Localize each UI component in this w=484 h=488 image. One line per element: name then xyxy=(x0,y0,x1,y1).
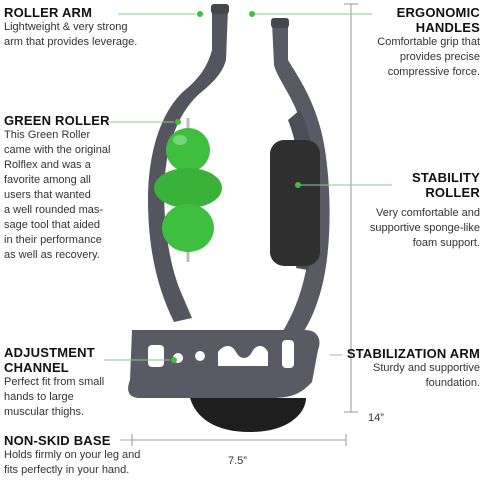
stability-roller-shape xyxy=(270,140,320,266)
roller-arm-line: arm that provides leverage. xyxy=(4,36,138,48)
green-roller-line: This Green Roller xyxy=(4,129,91,141)
green-roller-line: as well as recovery. xyxy=(4,249,100,261)
green-roller-line: in their performance xyxy=(4,234,102,246)
ergonomic-handles-title: ERGONOMIC xyxy=(396,5,480,20)
non-skid-base-shape xyxy=(190,398,306,432)
stability-roller-line: foam support. xyxy=(412,237,480,249)
roller-arm-title: ROLLER ARM xyxy=(4,5,93,20)
roller-arm-shape xyxy=(148,8,228,322)
green-roller-line: users that wanted xyxy=(4,189,91,201)
callout-green-roller: GREEN ROLLER This Green Roller came with… xyxy=(4,113,154,263)
height-dimension-label: 14” xyxy=(368,412,384,424)
roller-arm-line: Lightweight & very strong xyxy=(4,21,128,33)
non-skid-base-title: NON-SKID BASE xyxy=(4,433,111,448)
adjustment-channel-line: muscular thighs. xyxy=(4,406,85,418)
callout-non-skid-base: NON-SKID BASE Holds firmly on your leg a… xyxy=(4,433,184,478)
height-dimension-line xyxy=(344,3,358,413)
width-dimension-label: 7.5” xyxy=(228,455,247,467)
stabilization-arm-line: foundation. xyxy=(425,377,480,389)
ergonomic-handles-title: HANDLES xyxy=(415,20,480,35)
stability-roller-line: Very comfortable and xyxy=(376,207,480,219)
stabilization-arm-title: STABILIZATION ARM xyxy=(346,346,480,361)
callout-roller-arm: ROLLER ARM Lightweight & very strong arm… xyxy=(4,5,194,50)
left-handle-cap xyxy=(211,4,229,14)
stability-roller-title: STABILITY xyxy=(412,170,480,185)
adjustment-channel-title: CHANNEL xyxy=(4,360,69,375)
callout-stability-roller: STABILITY ROLLER Very comfortable and su… xyxy=(340,170,480,251)
callout-dots xyxy=(171,11,301,363)
green-roller-shape xyxy=(154,118,222,262)
right-handle-cap xyxy=(271,18,289,28)
adjustment-channel-line: hands to large xyxy=(4,391,74,403)
callout-ergonomic-handles: ERGONOMIC HANDLES Comfortable grip that … xyxy=(340,5,480,80)
callout-stabilization-arm: STABILIZATION ARM Sturdy and supportive … xyxy=(340,346,480,391)
stability-roller-title: ROLLER xyxy=(425,185,480,200)
non-skid-base-line: Holds firmly on your leg and xyxy=(4,449,141,461)
green-roller-line: favorite among all xyxy=(4,174,91,186)
callout-leader-lines xyxy=(104,13,392,441)
green-roller-line: came with the original xyxy=(4,144,111,156)
stabilization-arm-shape xyxy=(272,22,330,345)
stability-roller-line: supportive sponge-like xyxy=(369,222,480,234)
ergonomic-handles-line: Comfortable grip that xyxy=(377,36,480,48)
adjustment-channel-title: ADJUSTMENT xyxy=(4,345,95,360)
ergonomic-handles-line: compressive force. xyxy=(387,66,480,78)
adjustment-channel-line: Perfect fit from small xyxy=(4,376,105,388)
green-roller-line: a well rounded mas- xyxy=(4,204,104,216)
callout-adjustment-channel: ADJUSTMENT CHANNEL Perfect fit from smal… xyxy=(4,345,144,420)
non-skid-base-line: fits perfectly in your hand. xyxy=(4,464,130,476)
green-roller-line: sage tool that aided xyxy=(4,219,101,231)
green-roller-title: GREEN ROLLER xyxy=(4,113,110,128)
ergonomic-handles-line: provides precise xyxy=(399,51,480,63)
stabilization-arm-line: Sturdy and supportive xyxy=(372,362,480,374)
green-roller-line: Rolflex and was a xyxy=(4,159,91,171)
channel-slots xyxy=(148,340,294,368)
